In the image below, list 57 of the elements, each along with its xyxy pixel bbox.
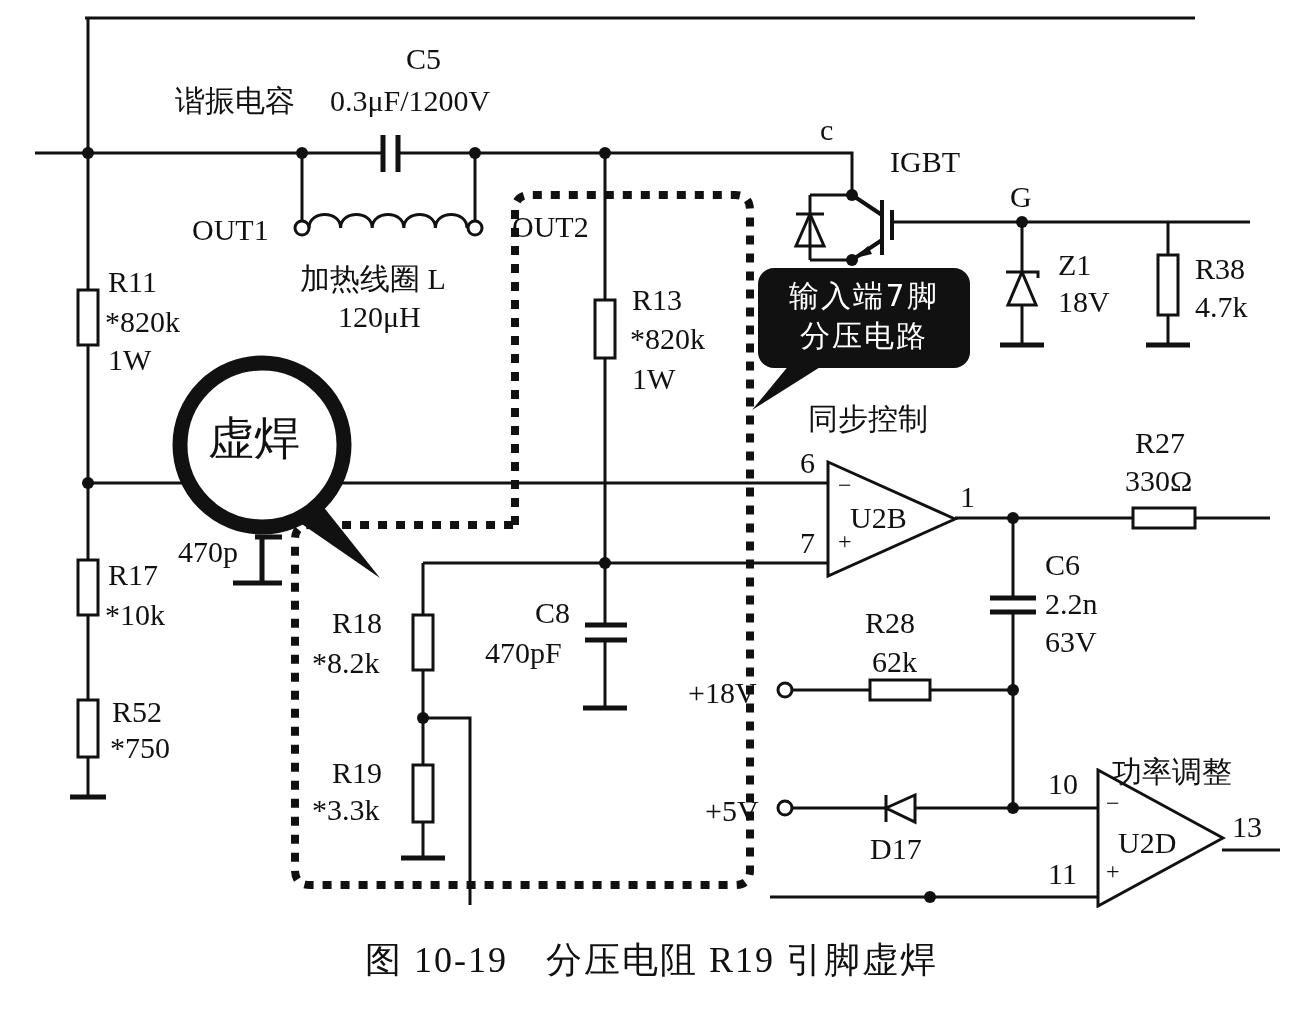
pin-label: G (1010, 180, 1032, 214)
component-label: R17 (108, 558, 158, 592)
component-label: R28 (865, 606, 915, 640)
component-value: 18V (1058, 285, 1110, 319)
component-label: IGBT (890, 145, 960, 179)
component-value: *8.2k (312, 646, 380, 680)
component-value: 470pF (485, 636, 562, 670)
component-label: C8 (535, 596, 570, 630)
pin-number: 6 (800, 446, 815, 480)
component-value: 120μH (338, 300, 421, 334)
component-value: 330Ω (1125, 464, 1193, 498)
callout-text: 虚焊 (208, 412, 300, 466)
component-label: R11 (108, 265, 157, 299)
pin-sign: + (1106, 858, 1120, 884)
component-label: R13 (632, 283, 682, 317)
component-label: C6 (1045, 548, 1080, 582)
component-name: 加热线圈 L (300, 262, 446, 296)
terminal-label: OUT1 (192, 213, 269, 247)
component-value: *10k (105, 598, 165, 632)
component-value: 1W (108, 343, 152, 377)
component-value: 62k (872, 645, 917, 679)
pin-number: 1 (960, 480, 975, 514)
component-label: U2B (850, 501, 907, 535)
pin-sign: + (838, 528, 852, 554)
component-value: 0.3μF/1200V (330, 84, 491, 118)
component-value: *820k (105, 305, 180, 339)
op-amp-symbol (826, 460, 958, 578)
component-name: 谐振电容 (175, 84, 295, 118)
component-value: *750 (110, 731, 170, 765)
pin-number: 13 (1232, 810, 1262, 844)
figure-caption: 图 10-19 分压电阻 R19 引脚虚焊 (365, 940, 938, 980)
component-value: *3.3k (312, 793, 380, 827)
pin-number: 11 (1048, 857, 1077, 891)
component-value: 2.2n (1045, 587, 1098, 621)
component-value: 470p (178, 535, 238, 569)
component-label: D17 (870, 832, 922, 866)
pin-sign: − (1106, 790, 1120, 816)
component-label: R19 (332, 756, 382, 790)
component-label: C5 (406, 42, 441, 76)
component-value: 4.7k (1195, 290, 1248, 324)
component-value: *820k (630, 322, 705, 356)
component-value: 1W (632, 362, 676, 396)
pin-number: 7 (800, 526, 815, 560)
supply-label: +18V (688, 676, 757, 710)
function-label: 功率调整 (1112, 755, 1232, 789)
component-label: R38 (1195, 252, 1245, 286)
component-label: R27 (1135, 426, 1185, 460)
pin-label: c (820, 113, 834, 147)
function-label: 同步控制 (808, 402, 928, 436)
component-value: 63V (1045, 625, 1097, 659)
pin-number: 10 (1048, 767, 1078, 801)
callout-text: 输入端7脚分压电路 (788, 277, 940, 355)
component-label: R52 (112, 695, 162, 729)
component-label: Z1 (1058, 248, 1092, 282)
pin-sign: − (838, 472, 852, 498)
component-label: U2D (1118, 826, 1177, 860)
component-label: R18 (332, 606, 382, 640)
